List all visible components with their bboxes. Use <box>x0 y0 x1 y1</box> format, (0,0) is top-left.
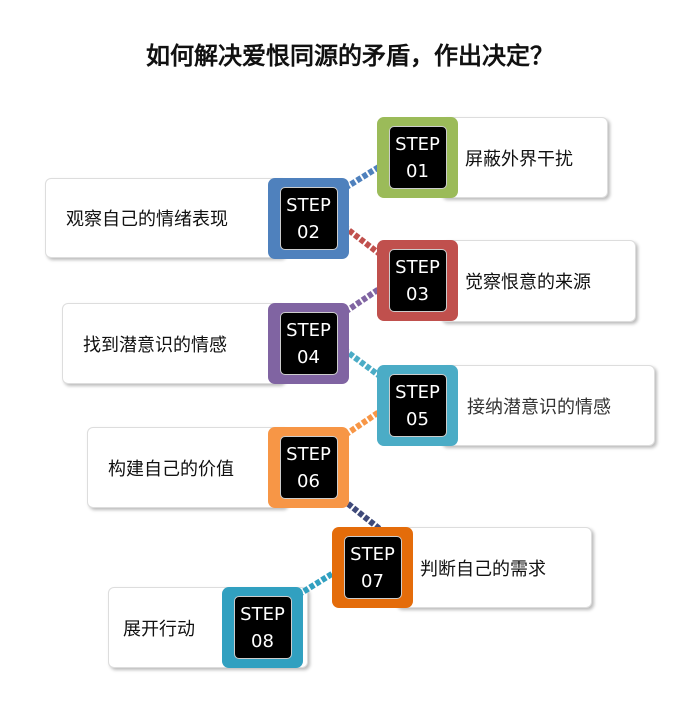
step-number: 03 <box>406 283 429 305</box>
connector-07-08 <box>296 569 337 598</box>
step-08-badge: STEP 08 <box>222 587 303 668</box>
step-number: 05 <box>406 408 429 430</box>
step-02-badge: STEP 02 <box>268 178 349 259</box>
step-01-card: 屏蔽外界干扰 <box>440 117 608 198</box>
diagram-title: 如何解决爱恨同源的矛盾，作出决定？ <box>146 41 554 70</box>
step-05-card: 接纳潜意识的情感 <box>440 365 655 446</box>
step-number: 08 <box>251 630 274 652</box>
step-05-text: 接纳潜意识的情感 <box>467 396 611 418</box>
step-03-badge: STEP 03 <box>377 240 458 321</box>
step-05-badge: STEP 05 <box>377 365 458 446</box>
step-label: STEP <box>350 543 395 565</box>
step-label: STEP <box>395 381 440 403</box>
step-number: 07 <box>361 570 384 592</box>
step-04-card: 找到潜意识的情感 <box>62 303 284 384</box>
step-07-badge: STEP 07 <box>332 527 413 608</box>
connector-01-02 <box>343 162 384 191</box>
step-label: STEP <box>395 256 440 278</box>
step-label: STEP <box>286 443 331 465</box>
step-01-badge: STEP 01 <box>377 117 458 198</box>
step-number: 06 <box>297 470 320 492</box>
step-02-text: 观察自己的情绪表现 <box>66 209 228 230</box>
step-07-card: 判断自己的需求 <box>395 527 592 608</box>
step-06-card: 构建自己的价值 <box>87 427 287 508</box>
step-03-text: 觉察恨意的来源 <box>465 272 591 293</box>
step-label: STEP <box>286 319 331 341</box>
connector-03-04 <box>343 282 387 315</box>
step-number: 04 <box>297 346 320 368</box>
step-label: STEP <box>286 194 331 216</box>
step-04-badge: STEP 04 <box>268 303 349 384</box>
step-label: STEP <box>240 603 285 625</box>
step-01-text: 屏蔽外界干扰 <box>465 148 573 170</box>
step-label: STEP <box>395 133 440 155</box>
step-02-card: 观察自己的情绪表现 <box>45 178 285 258</box>
step-07-text: 判断自己的需求 <box>420 558 546 580</box>
step-03-card: 觉察恨意的来源 <box>440 240 636 322</box>
step-04-text: 找到潜意识的情感 <box>83 334 227 356</box>
step-08-text: 展开行动 <box>123 618 195 640</box>
step-number: 01 <box>406 160 429 182</box>
step-06-badge: STEP 06 <box>268 427 349 508</box>
connector-05-06 <box>343 405 387 438</box>
step-number: 02 <box>297 221 320 243</box>
step-06-text: 构建自己的价值 <box>108 458 234 480</box>
